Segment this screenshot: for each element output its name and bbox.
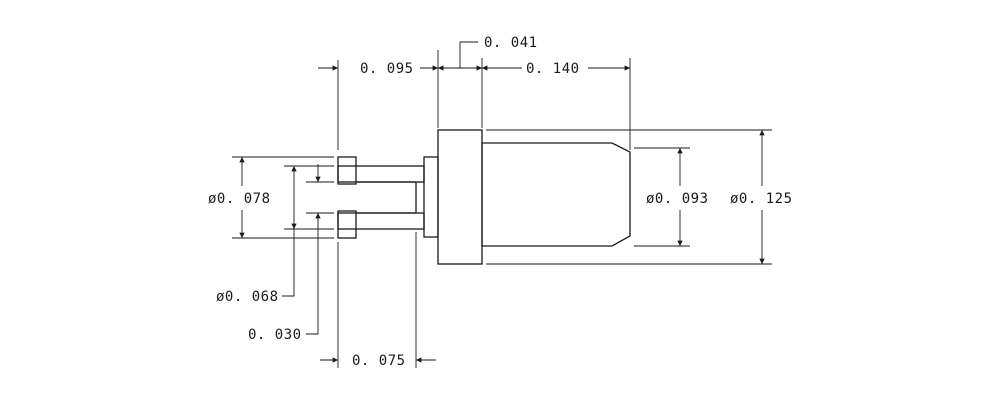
- end-collar-bottom: [337, 210, 357, 239]
- shank-bottom: [337, 212, 425, 230]
- dim-label-0140: 0. 140: [526, 61, 580, 77]
- dim-label-0095: 0. 095: [360, 61, 414, 77]
- dimension-labels: 0. 041 0. 140 0. 095 0. 075 ø0. 078 ø0. …: [208, 35, 793, 369]
- dim-label-0041: 0. 041: [484, 35, 538, 51]
- shank-top: [337, 165, 425, 183]
- dim-label-0030: 0. 030: [248, 327, 302, 343]
- end-collar-top: [337, 156, 357, 185]
- extension-lines: [232, 50, 772, 368]
- dim-label-0075: 0. 075: [352, 353, 406, 369]
- dimension-lines: [239, 41, 765, 363]
- dim-label-dia-0078: ø0. 078: [208, 191, 271, 207]
- dim-label-dia-0068: ø0. 068: [216, 289, 279, 305]
- shoulder: [423, 156, 439, 238]
- knurled-body: [481, 142, 631, 247]
- knurled-flange: [437, 129, 483, 265]
- dim-label-dia-0093: ø0. 093: [646, 191, 709, 207]
- dim-label-dia-0125: ø0. 125: [730, 191, 793, 207]
- part-outline: [337, 129, 631, 265]
